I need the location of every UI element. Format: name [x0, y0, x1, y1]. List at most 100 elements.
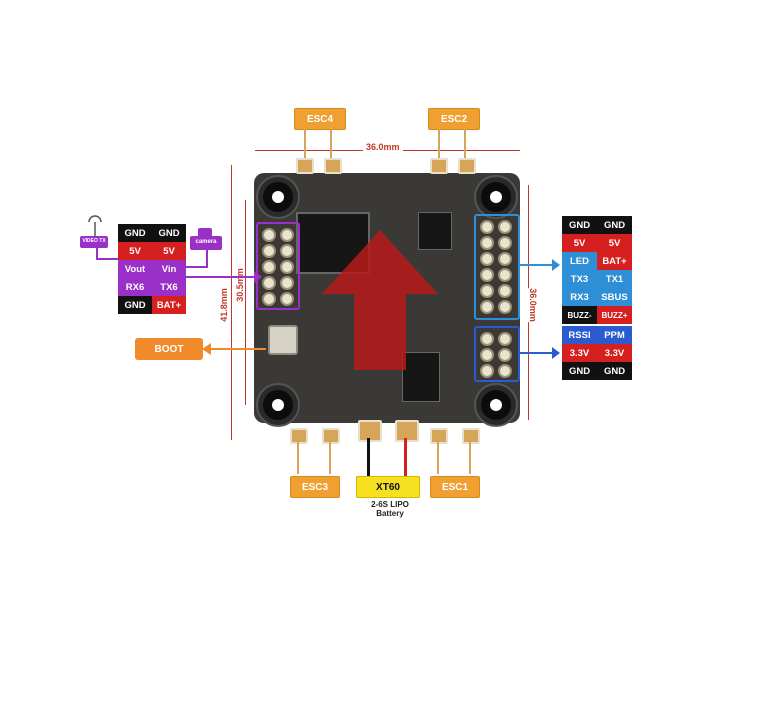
- right-header-pin: [498, 268, 512, 282]
- esc1-label: ESC1: [430, 476, 480, 498]
- right-header-pin: [480, 284, 494, 298]
- right-pin-sbus: SBUS: [597, 288, 632, 306]
- right-pin-buzz-minus: BUZZ-: [562, 306, 597, 324]
- esc1-pad-a: [430, 428, 448, 444]
- right-pinout-table-bottom: RSSI PPM 3.3V 3.3V GND GND: [562, 326, 632, 380]
- xt60-connector-label: XT60: [356, 476, 420, 498]
- left-pin-tx6: TX6: [152, 278, 186, 296]
- esc2-pad-b: [458, 158, 476, 174]
- right-pin-3v3-1: 3.3V: [562, 344, 597, 362]
- direction-arrow-icon: [322, 230, 438, 370]
- mount-hole-top-left: [258, 177, 298, 217]
- antenna-icon: [88, 215, 102, 236]
- esc4-pad-b: [324, 158, 342, 174]
- right-top-arrow-head: [552, 259, 560, 271]
- esc1-wire-right: [469, 442, 471, 474]
- mount-hole-bottom-right: [476, 385, 516, 425]
- right-header-pin: [480, 252, 494, 266]
- power-pad-neg: [358, 420, 382, 442]
- left-pin-bat-plus: BAT+: [152, 296, 186, 314]
- left-header-pin: [262, 244, 276, 258]
- left-header-pin: [280, 260, 294, 274]
- right-header-pin: [498, 348, 512, 362]
- left-inner-dimension-line: [245, 200, 246, 405]
- right-pinout-table-top: GND GND 5V 5V LED BAT+ TX3 TX1 RX3 SBUS …: [562, 216, 632, 324]
- video-tx-label: VIDEO TX: [82, 238, 106, 244]
- right-pin-rx3: RX3: [562, 288, 597, 306]
- right-header-pin: [498, 300, 512, 314]
- video-tx-icon: [80, 236, 108, 248]
- left-pin-gnd-1: GND: [118, 224, 152, 242]
- right-header-pin: [480, 220, 494, 234]
- left-header-pin: [262, 260, 276, 274]
- right-header-pin: [480, 268, 494, 282]
- mount-hole-top-right: [476, 177, 516, 217]
- right-pin-gnd-3: GND: [562, 362, 597, 380]
- esc2-wire-right: [464, 128, 466, 158]
- boot-arrow-head: [202, 343, 211, 355]
- esc4-label: ESC4: [294, 108, 346, 130]
- right-dimension-label: 36.0mm: [527, 288, 538, 322]
- right-pin-ppm: PPM: [597, 326, 632, 344]
- right-pin-buzz-plus: BUZZ+: [597, 306, 632, 324]
- right-header-pin: [480, 364, 494, 378]
- esc2-pad-a: [430, 158, 448, 174]
- boot-arrow-line: [206, 348, 266, 350]
- right-header-pin: [480, 300, 494, 314]
- left-outer-dimension-line: [231, 165, 232, 440]
- left-pin-gnd-3: GND: [118, 296, 152, 314]
- right-header-pin: [498, 252, 512, 266]
- left-header-pin: [280, 276, 294, 290]
- right-header-pin: [498, 284, 512, 298]
- video-tx-wire-h: [96, 258, 118, 260]
- boot-label: BOOT: [135, 338, 203, 360]
- right-pin-gnd-1: GND: [562, 216, 597, 234]
- camera-lens-icon: [198, 228, 212, 236]
- right-pin-gnd-4: GND: [597, 362, 632, 380]
- camera-label: camera: [195, 239, 217, 245]
- esc3-pad-a: [290, 428, 308, 444]
- right-bottom-arrow-head: [552, 347, 560, 359]
- battery-wire-positive: [404, 438, 407, 476]
- left-pinout-table: GND GND 5V 5V Vout Vin RX6 TX6 GND BAT+: [118, 224, 186, 314]
- power-pad-pos: [395, 420, 419, 442]
- width-dimension-label: 36.0mm: [363, 142, 403, 152]
- secondary-chip: [418, 212, 452, 250]
- right-top-arrow-line: [518, 264, 554, 266]
- left-header: [256, 222, 300, 310]
- left-header-pin: [280, 228, 294, 242]
- right-header-pin: [498, 220, 512, 234]
- left-pin-5v-2: 5V: [152, 242, 186, 260]
- osd-chip: [402, 352, 440, 402]
- left-pin-rx6: RX6: [118, 278, 152, 296]
- camera-wire-h: [184, 266, 208, 268]
- right-header-pin: [480, 332, 494, 346]
- left-pin-gnd-2: GND: [152, 224, 186, 242]
- right-pin-led: LED: [562, 252, 597, 270]
- camera-wire: [206, 250, 208, 268]
- left-pinout-arrow-head: [254, 271, 262, 283]
- left-inner-dimension-label: 30.5mm: [234, 268, 245, 302]
- right-pin-bat-plus: BAT+: [597, 252, 632, 270]
- right-bottom-arrow-line: [518, 352, 554, 354]
- esc1-wire-left: [437, 442, 439, 474]
- left-header-pin: [262, 228, 276, 242]
- esc2-wire-left: [438, 128, 440, 158]
- esc4-pad-a: [296, 158, 314, 174]
- left-header-pin: [262, 276, 276, 290]
- left-pin-5v-1: 5V: [118, 242, 152, 260]
- video-tx-wire: [96, 248, 98, 260]
- left-header-pin: [280, 292, 294, 306]
- camera-icon: [190, 236, 222, 250]
- boot-button[interactable]: [268, 325, 298, 355]
- right-header-pin: [480, 236, 494, 250]
- right-pin-tx1: TX1: [597, 270, 632, 288]
- right-header-top: [474, 214, 520, 320]
- right-pin-gnd-2: GND: [597, 216, 632, 234]
- esc2-label: ESC2: [428, 108, 480, 130]
- battery-label: 2-6S LIPO Battery: [371, 500, 409, 518]
- left-header-pin: [280, 244, 294, 258]
- right-pin-rssi: RSSI: [562, 326, 597, 344]
- left-outer-dimension-label: 41.8mm: [218, 288, 229, 322]
- left-pin-vin: Vin: [152, 260, 186, 278]
